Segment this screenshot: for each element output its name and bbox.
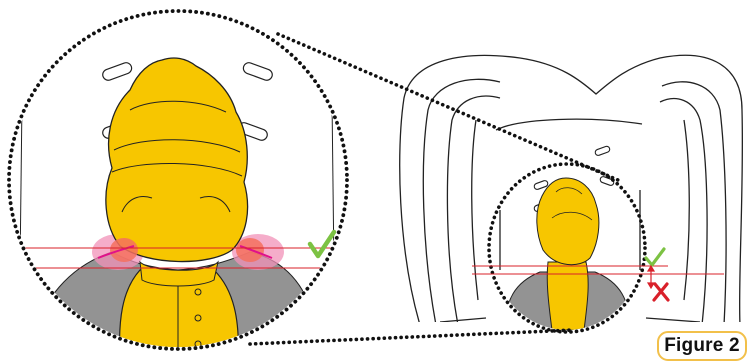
figure-label: Figure 2 [657,331,747,361]
child-small [505,178,630,330]
checkmark-icon [646,249,664,265]
cross-icon [654,284,668,300]
double-arrow-icon [648,266,654,288]
